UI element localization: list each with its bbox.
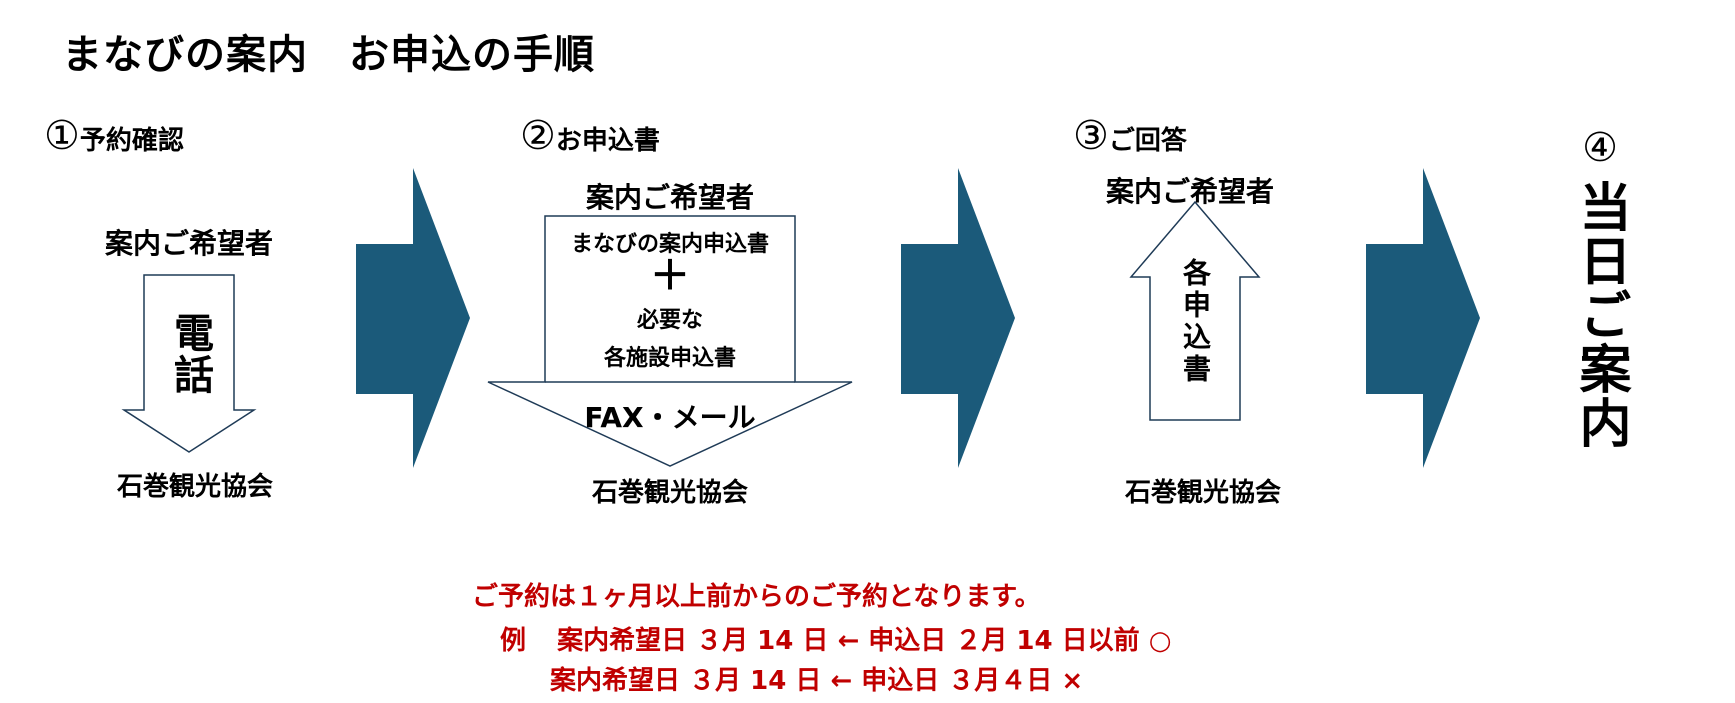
- note-line-2: 例 案内希望日 ３月 14 日 ← 申込日 ２月 14 日以前 ○: [500, 620, 1171, 657]
- connector-arrow-2: [901, 168, 1015, 468]
- step-2-applicant-label: 案内ご希望者: [585, 181, 754, 214]
- phone-down-arrow: [121, 274, 257, 453]
- note-example-prefix: 例: [500, 626, 527, 656]
- step-3-number: ③: [1073, 113, 1109, 159]
- step-1-name: 予約確認: [79, 126, 184, 156]
- step-3-applicant-label: 案内ご希望者: [1105, 175, 1274, 208]
- step-2-form-line2: 必要な: [636, 308, 703, 333]
- step-4-name: 当日ご案内: [1570, 180, 1630, 450]
- step-3-header: ③ご回答: [1073, 116, 1187, 157]
- step-1-header: ①予約確認: [44, 116, 184, 157]
- step-3-association-label: 石巻観光協会: [1124, 478, 1281, 508]
- step-2-form-line1: まなびの案内申込書: [570, 232, 769, 257]
- step-1-phone-text: 電話: [167, 312, 213, 396]
- step-4-number: ④: [1582, 125, 1618, 171]
- step-2-header: ②お申込書: [520, 116, 660, 157]
- connector-arrow-1: [356, 168, 470, 468]
- step-1-applicant-label: 案内ご希望者: [104, 227, 273, 260]
- step-3-forms-text: 各申込書: [1179, 258, 1212, 386]
- step-1-association-label: 石巻観光協会: [116, 472, 273, 502]
- step-3-name: ご回答: [1108, 126, 1187, 156]
- step-2-form-line3: 各施設申込書: [603, 346, 736, 371]
- note-line-2-text: 案内希望日 ３月 14 日 ← 申込日 ２月 14 日以前 ○: [557, 626, 1172, 656]
- step-2-fax-mail-text: FAX・メール: [584, 401, 756, 434]
- note-line-1: ご予約は１ヶ月以上前からのご予約となります。: [472, 582, 1041, 612]
- reply-up-arrow: [1129, 200, 1261, 421]
- step-2-name: お申込書: [555, 126, 660, 156]
- note-line-3: 案内希望日 ３月 14 日 ← 申込日 ３月４日 ×: [550, 666, 1084, 696]
- page-title: まなびの案内 お申込の手順: [62, 32, 595, 78]
- step-2-plus: ＋: [650, 253, 690, 299]
- step-2-association-label: 石巻観光協会: [591, 478, 748, 508]
- step-2-number: ②: [520, 113, 556, 159]
- application-down-arrow: [487, 215, 853, 467]
- step-1-number: ①: [44, 113, 80, 159]
- connector-arrow-3: [1366, 168, 1480, 468]
